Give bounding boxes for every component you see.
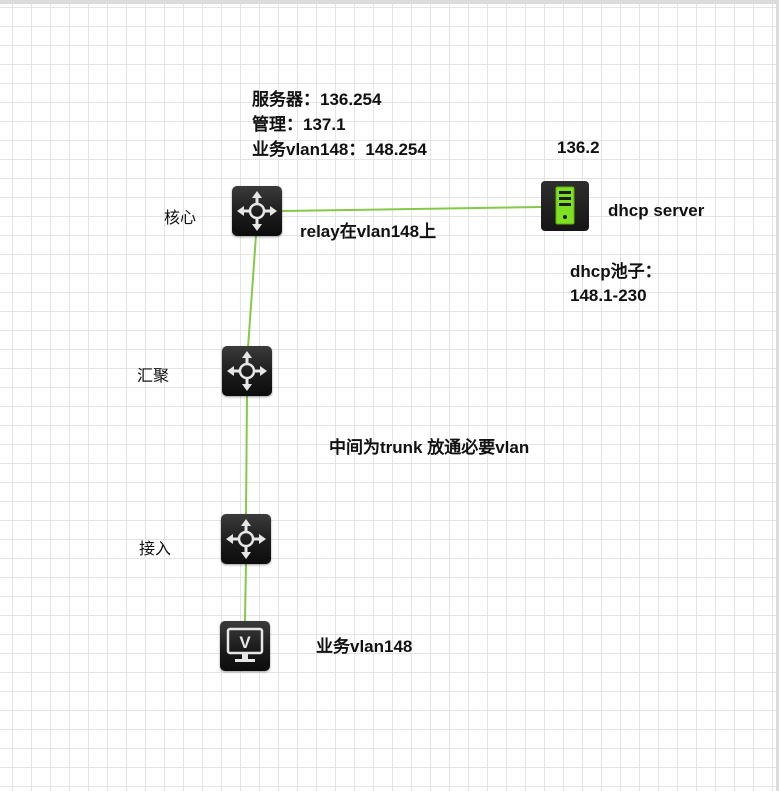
core-label: 核心 (164, 208, 197, 227)
router-switch-icon (227, 351, 267, 391)
vlan148-pc[interactable]: V (220, 621, 270, 671)
server-ip: 136.2 (557, 138, 600, 157)
server-label: dhcp server (608, 201, 705, 220)
dhcp-pool-range: 148.1-230 (570, 286, 647, 305)
core-ip-management: 管理：137.1 (252, 115, 346, 134)
trunk-note: 中间为trunk 放通必要vlan (329, 438, 530, 457)
access-label: 接入 (139, 539, 172, 558)
relay-note: relay在vlan148上 (300, 222, 437, 241)
link-access-pc (244, 561, 247, 623)
server-icon (555, 186, 575, 225)
link-core-aggregation (247, 234, 257, 349)
link-core-server (281, 206, 542, 212)
aggregation-switch[interactable] (222, 346, 272, 396)
pc-label: 业务vlan148 (316, 637, 413, 656)
core-ip-vlan148: 业务vlan148：148.254 (252, 140, 427, 159)
dhcp-server[interactable] (541, 181, 589, 231)
vlan-monitor-icon: V (226, 627, 264, 662)
link-aggregation-access (245, 394, 248, 516)
core-ip-server: 服务器：136.254 (252, 90, 382, 109)
aggregation-label: 汇聚 (137, 366, 170, 385)
access-switch[interactable] (221, 514, 271, 564)
router-switch-icon (226, 519, 266, 559)
dhcp-pool-title: dhcp池子： (570, 262, 662, 281)
pc-screen-letter: V (239, 633, 251, 652)
core-switch[interactable] (232, 186, 282, 236)
right-border (776, 0, 779, 791)
top-border (0, 0, 779, 4)
router-switch-icon (237, 191, 277, 231)
